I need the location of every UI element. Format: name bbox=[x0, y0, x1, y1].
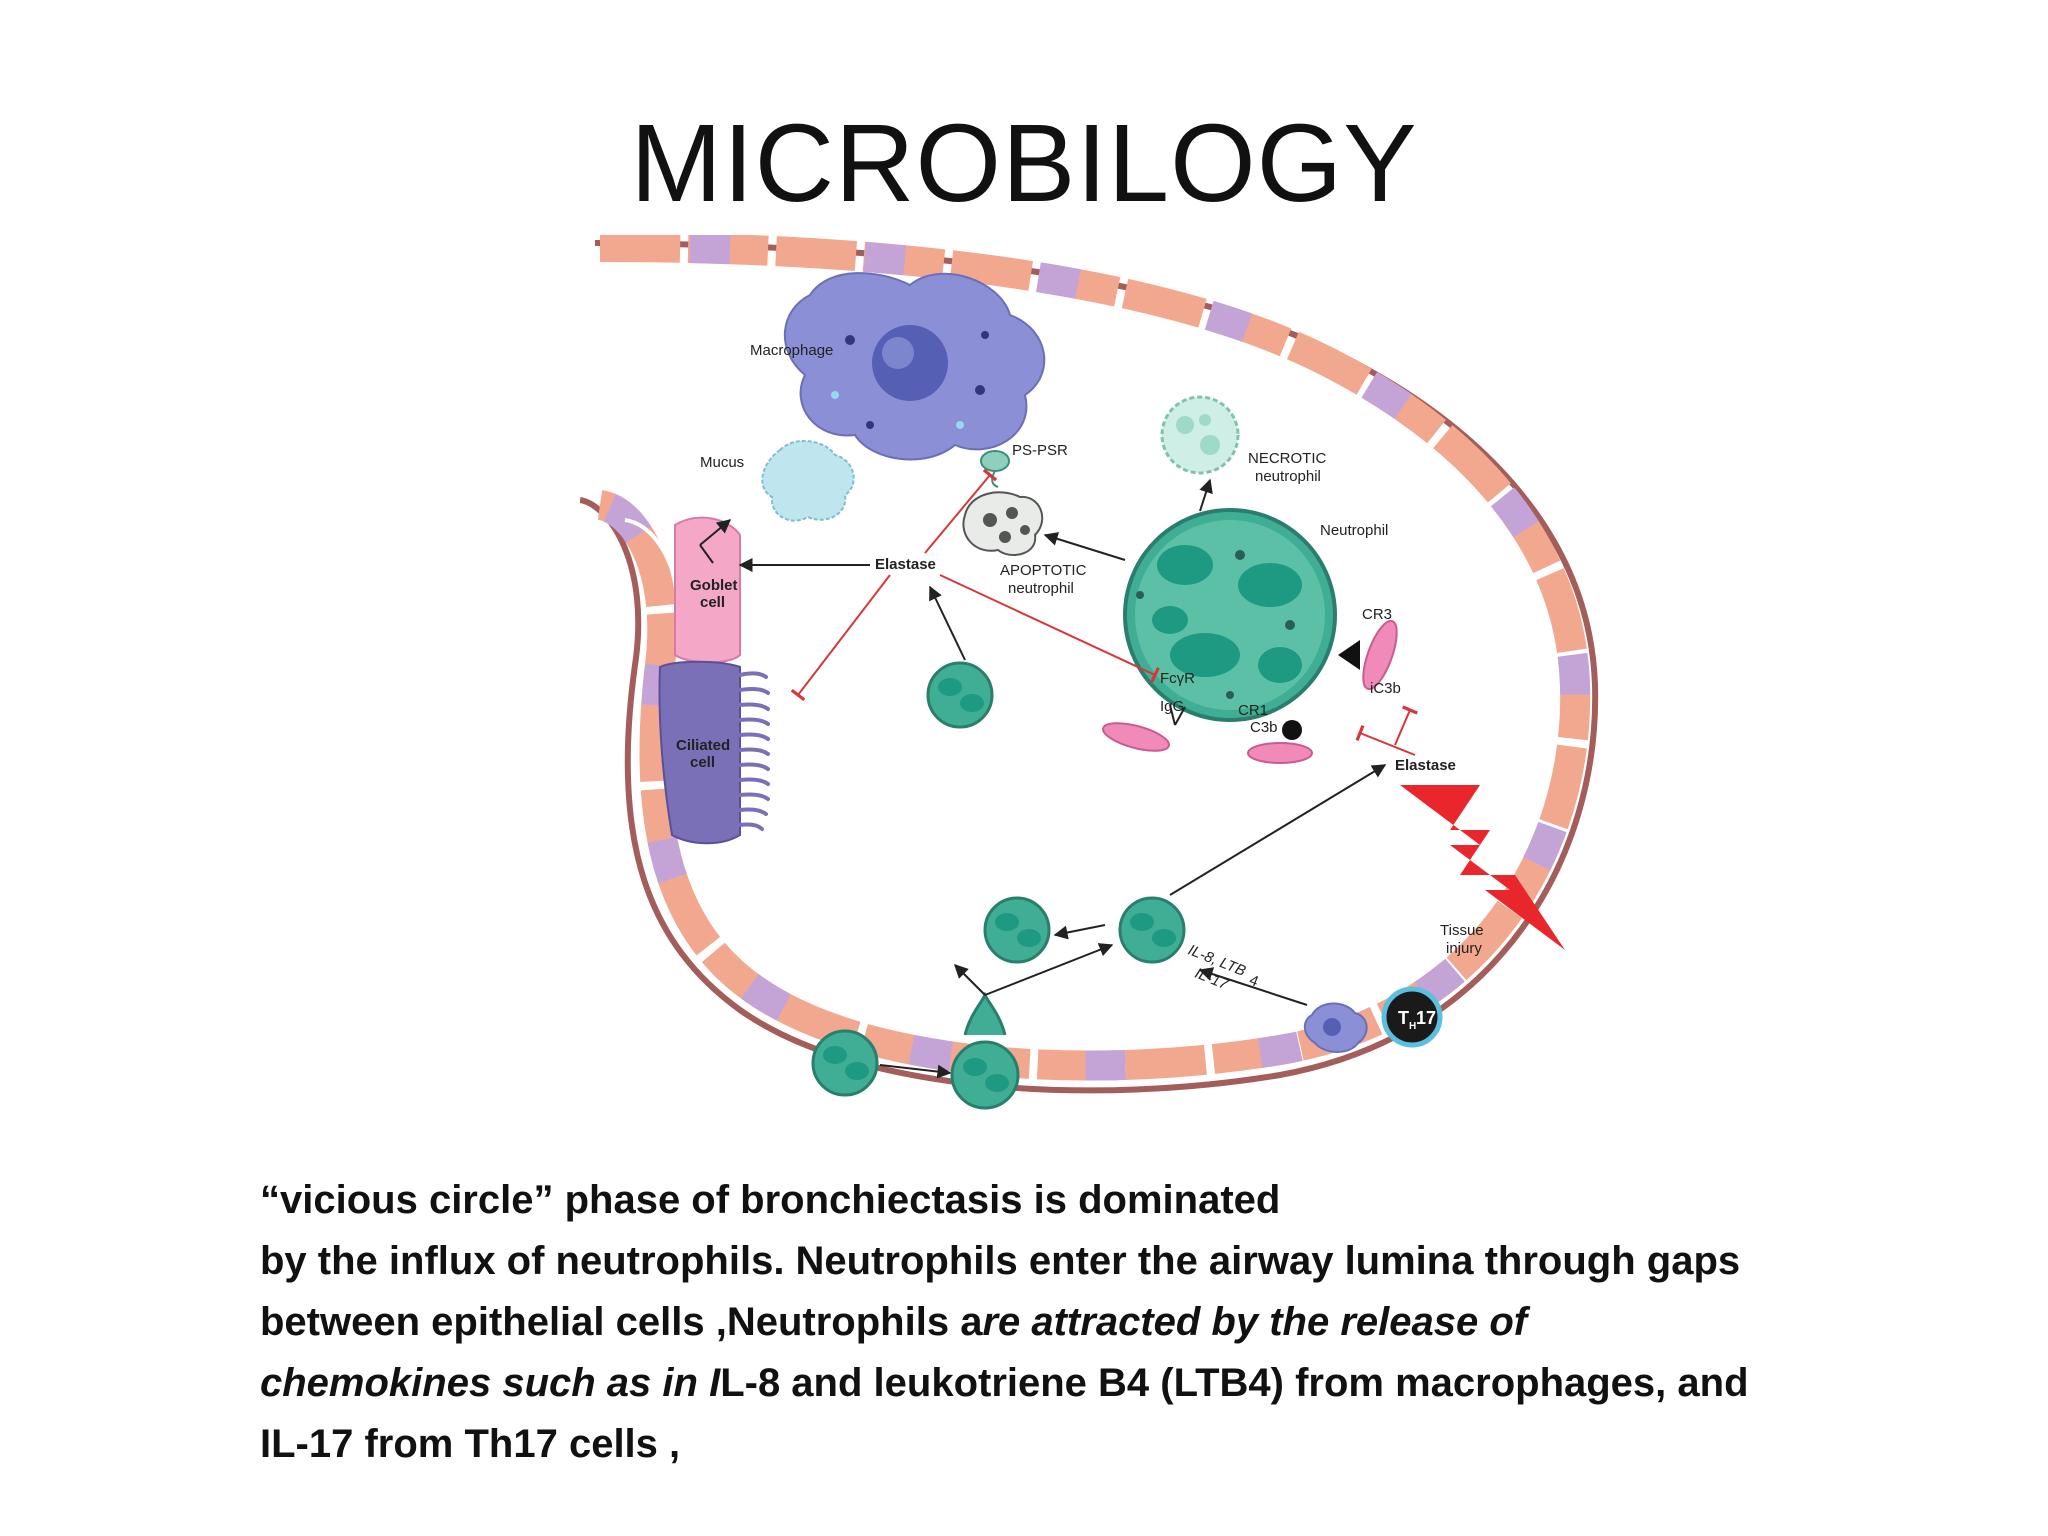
ps-psr-label: PS-PSR bbox=[1012, 442, 1068, 459]
caption-line-5: IL-17 from Th17 cells , bbox=[260, 1414, 1980, 1475]
elastase-right-label: Elastase bbox=[1395, 757, 1456, 774]
mucus: Mucus bbox=[700, 439, 855, 522]
ic3b-label: iC3b bbox=[1370, 680, 1401, 697]
goblet-cell: Goblet cell bbox=[674, 516, 741, 664]
tissue-label-1: Tissue bbox=[1440, 922, 1484, 939]
cr3-label: CR3 bbox=[1362, 606, 1392, 623]
caption-line-2-text: by the influx of neutrophils. Neutrophil… bbox=[260, 1239, 1741, 1283]
neutrophil-small-4 bbox=[811, 1029, 879, 1097]
caption-line-4b: L-8 and leukotriene B4 (LTB4) from macro… bbox=[720, 1361, 1749, 1405]
caption-line-3c: re attracted by the release of bbox=[982, 1300, 1528, 1344]
neutrophil-small-1 bbox=[926, 661, 994, 729]
slide-title: MICROBILOGY bbox=[630, 102, 1418, 225]
caption-line-3a: between epithelial cells ,N bbox=[260, 1300, 756, 1344]
caption-line-2: by the influx of neutrophils. Neutrophil… bbox=[260, 1231, 1980, 1292]
caption-line-1-text: “vicious circle” phase of bronchiectasis… bbox=[260, 1178, 1281, 1222]
tissue-injury: Tissue injury bbox=[1400, 785, 1565, 957]
neutrophil-transmigrating bbox=[950, 991, 1020, 1110]
elastase-left-label: Elastase bbox=[875, 556, 936, 573]
ciliated-label-1: Ciliated bbox=[676, 737, 730, 754]
small-neutrophils bbox=[811, 661, 1186, 1110]
caption-line-1: “vicious circle” phase of bronchiectasis… bbox=[260, 1170, 1980, 1231]
apoptotic-label-2: neutrophil bbox=[1008, 580, 1074, 597]
tissue-label-2: injury bbox=[1446, 940, 1482, 957]
necrotic-neutrophil: NECROTIC neutrophil bbox=[1160, 395, 1327, 485]
apoptotic-neutrophil: PS-PSR APOPTOTIC neutrophil bbox=[962, 442, 1087, 597]
caption-line-5-text: IL-17 from Th17 cells , bbox=[260, 1422, 681, 1466]
inhibition-lines bbox=[790, 468, 1418, 756]
goblet-label-2: cell bbox=[700, 594, 725, 611]
caption-line-3b: eutrophils a bbox=[755, 1300, 983, 1344]
igg-label: IgG bbox=[1160, 698, 1184, 715]
neutrophil-small-3 bbox=[1118, 896, 1186, 964]
mucus-label: Mucus bbox=[700, 454, 744, 471]
fcyr-label: FcγR bbox=[1160, 670, 1195, 687]
neutrophil-small-2 bbox=[983, 896, 1051, 964]
caption-line-4a: chemokines such as in I bbox=[260, 1361, 721, 1405]
c3b-label: C3b bbox=[1250, 719, 1278, 736]
caption-line-4: chemokines such as in IL-8 and leukotrie… bbox=[260, 1353, 1980, 1414]
macrophage-label: Macrophage bbox=[750, 342, 833, 359]
il8-ltb4-label: IL-8, LTB 4 IL-17 bbox=[1186, 942, 1261, 994]
ciliated-label-2: cell bbox=[690, 754, 715, 771]
th17-label-main: T bbox=[1398, 1008, 1409, 1028]
ciliated-cell: Ciliated cell bbox=[658, 660, 770, 845]
th17-label-num: 17 bbox=[1416, 1008, 1436, 1028]
bronchiectasis-diagram: Goblet cell Ciliated cell Macrophage Muc… bbox=[580, 235, 1620, 1140]
small-macrophage bbox=[1303, 1002, 1368, 1053]
goblet-label-1: Goblet bbox=[690, 577, 738, 594]
apoptotic-label-1: APOPTOTIC bbox=[1000, 562, 1087, 579]
neutrophil-large: Neutrophil bbox=[1123, 508, 1388, 722]
caption: “vicious circle” phase of bronchiectasis… bbox=[260, 1170, 1980, 1475]
receptors: CR3 iC3b FcγR IgG CR1 C3b bbox=[1102, 606, 1401, 764]
caption-line-3: between epithelial cells ,Neutrophils ar… bbox=[260, 1292, 1980, 1353]
th17-cell: T H 17 bbox=[1381, 986, 1443, 1048]
neutrophil-label: Neutrophil bbox=[1320, 522, 1388, 539]
necrotic-label-1: NECROTIC bbox=[1248, 450, 1327, 467]
th17-label-sub: H bbox=[1409, 1021, 1416, 1032]
macrophage: Macrophage bbox=[750, 272, 1046, 461]
activation-arrows bbox=[699, 478, 1387, 1079]
necrotic-label-2: neutrophil bbox=[1255, 468, 1321, 485]
cr1-label: CR1 bbox=[1238, 702, 1268, 719]
